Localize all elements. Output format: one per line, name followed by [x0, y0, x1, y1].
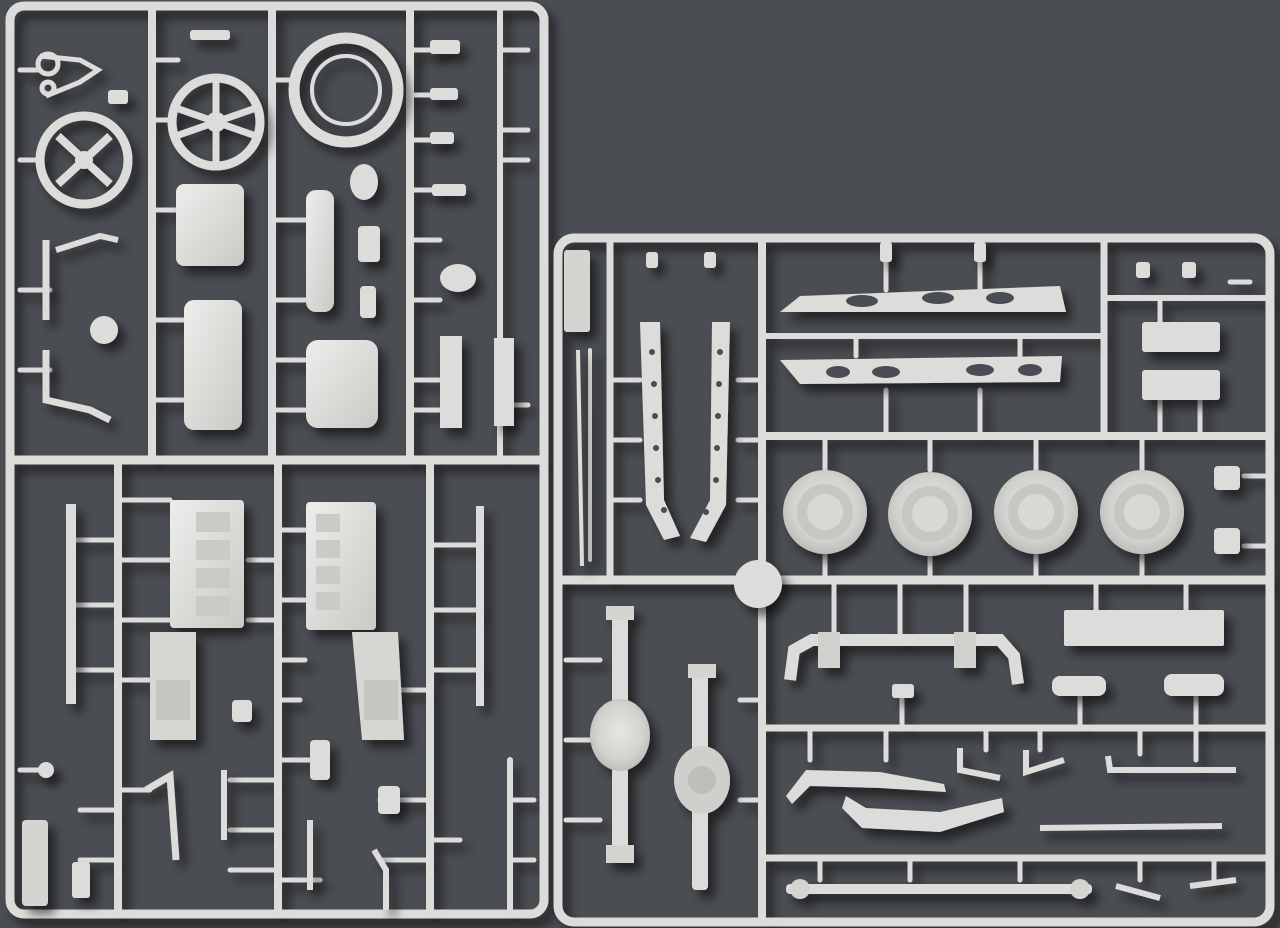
wheel-rim-part — [783, 470, 867, 554]
small-fittings — [646, 242, 1240, 698]
steering-wheel-part — [35, 111, 133, 209]
rod-part — [576, 349, 584, 567]
small-block-part — [72, 862, 90, 898]
pipe-part — [221, 770, 389, 910]
engine-block-part — [150, 500, 244, 740]
sprue-tag — [564, 250, 590, 332]
exhaust-pipe-part — [306, 190, 334, 312]
fan-belt-part — [35, 51, 103, 99]
fuel-tank-part — [176, 184, 244, 266]
box-part — [1142, 322, 1220, 352]
left-sprue-parts — [22, 30, 514, 910]
wheel-rim-part — [1100, 470, 1184, 554]
small-disc-part — [38, 762, 54, 778]
wheel-rim-part — [994, 470, 1078, 554]
small-fittings — [108, 30, 466, 196]
chassis-rail-part — [780, 286, 1066, 312]
rail-part — [66, 504, 76, 704]
cap-part — [440, 264, 476, 292]
sprue-tag — [22, 820, 48, 906]
small-block-part — [360, 286, 376, 318]
bent-member-part — [640, 322, 730, 542]
bracket-part — [55, 232, 119, 253]
bracket-part — [42, 240, 112, 424]
small-block-part — [358, 226, 380, 262]
ring-part — [288, 32, 404, 148]
spring-hanger-part — [786, 770, 946, 804]
chassis-rail-part — [780, 356, 1062, 384]
small-block-part — [232, 700, 252, 722]
small-disc-part — [90, 316, 118, 344]
right-sprue-frame — [553, 233, 1275, 927]
left-sprue-frame — [5, 1, 549, 919]
wheel-rim-part — [888, 472, 972, 556]
plate-part — [1064, 610, 1224, 646]
lever-part — [144, 770, 180, 861]
right-sprue-parts — [564, 242, 1240, 901]
cap-part — [350, 164, 378, 200]
clamp-parts — [957, 748, 1237, 901]
rear-axle-part — [674, 664, 730, 890]
bar-part — [494, 338, 514, 426]
front-axle-part — [784, 634, 1024, 685]
oil-pan-part — [184, 300, 242, 430]
hub-part — [734, 560, 782, 608]
drive-shaft-part — [786, 884, 1092, 894]
rear-axle-part — [590, 606, 650, 863]
box-part — [1142, 370, 1220, 400]
small-block-part — [378, 786, 400, 814]
engine-block-part — [306, 502, 404, 740]
small-block-part — [310, 740, 330, 780]
bar-part — [440, 336, 462, 428]
member-holes — [649, 349, 723, 515]
spring-hanger-part — [842, 796, 1004, 832]
radiator-part — [306, 340, 378, 428]
steering-wheel-part — [167, 73, 265, 171]
rail-part — [476, 506, 484, 706]
